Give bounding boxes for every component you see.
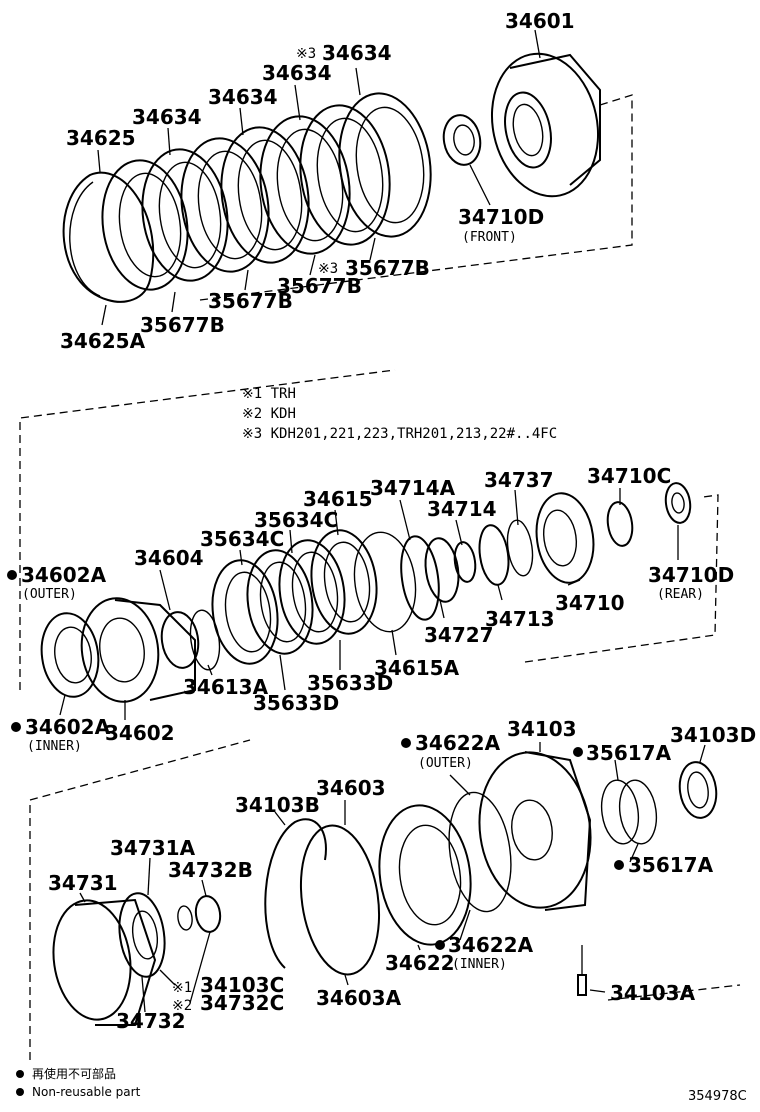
label-34713: 34713 <box>485 607 555 631</box>
label-34601: 34601 <box>505 9 575 33</box>
label-34710D-front: 34710D <box>458 205 544 229</box>
label-34731A: 34731A <box>110 836 196 860</box>
group-outlines <box>19 94 741 1060</box>
label-35677B-d: 35677B <box>140 313 225 337</box>
mark-2: ※2 <box>172 998 192 1014</box>
label-34714: 34714 <box>427 497 497 521</box>
dot-34602A-outer <box>7 570 17 580</box>
label-34634-c: 34634 <box>132 105 202 129</box>
label-35617A-a: 35617A <box>586 741 672 765</box>
leader-lines <box>59 29 706 1013</box>
label-34710: 34710 <box>555 591 625 615</box>
mark-3-top: ※3 <box>296 46 316 62</box>
label-34737: 34737 <box>484 468 554 492</box>
label-34732: 34732 <box>116 1009 186 1033</box>
sublabel-front: (FRONT) <box>462 230 517 245</box>
label-34602A-outer: 34602A <box>21 563 107 587</box>
label-34625A: 34625A <box>60 329 146 353</box>
mark-3-mid: ※3 <box>318 261 338 277</box>
label-34710C: 34710C <box>587 464 671 488</box>
clutch-pack-middle <box>40 482 692 703</box>
label-34622A-inner: 34622A <box>448 933 534 957</box>
note-2: ※2 KDH <box>242 406 296 422</box>
label-35633D-a: 35633D <box>307 671 393 695</box>
sublabel-rear: (REAR) <box>657 587 704 602</box>
label-34602: 34602 <box>105 721 175 745</box>
label-34103C: 34103C <box>200 973 284 997</box>
label-34714A: 34714A <box>370 476 456 500</box>
dot-34622A-inner <box>435 940 445 950</box>
label-35677B-c: 35677B <box>208 289 293 313</box>
label-34103A: 34103A <box>610 981 696 1005</box>
label-34103B: 34103B <box>235 793 320 817</box>
label-34732C: 34732C <box>200 991 284 1015</box>
label-34603A: 34603A <box>316 986 402 1010</box>
label-34732B: 34732B <box>168 858 253 882</box>
label-34604: 34604 <box>134 546 204 570</box>
dot-34602A-inner <box>11 722 21 732</box>
label-35677B-a: 35677B <box>345 256 430 280</box>
legend-jp: 再使用不可部品 <box>32 1066 116 1081</box>
label-34103D: 34103D <box>670 723 756 747</box>
legend: 再使用不可部品 Non-reusable part <box>32 1066 141 1099</box>
label-35617A-b: 35617A <box>628 853 714 877</box>
diagram-code: 354978C <box>688 1089 747 1104</box>
dot-34622A-outer <box>401 738 411 748</box>
sub-labels: (FRONT) (REAR) (OUTER) (INNER) (OUTER) (… <box>22 230 704 972</box>
sublabel-inner-2: (INNER) <box>452 957 507 972</box>
label-34613A: 34613A <box>183 675 269 699</box>
sublabel-inner-1: (INNER) <box>27 739 82 754</box>
label-34634-b: 34634 <box>208 85 278 109</box>
legend-en: Non-reusable part <box>32 1085 141 1099</box>
label-34625: 34625 <box>66 126 136 150</box>
mark-1: ※1 <box>172 980 192 996</box>
label-34727: 34727 <box>424 623 494 647</box>
applicability-notes: ※1 TRH ※2 KDH ※3 KDH201,221,223,TRH201,2… <box>242 386 557 442</box>
label-34622A-outer: 34622A <box>415 731 501 755</box>
sublabel-outer-1: (OUTER) <box>22 587 77 602</box>
legend-dot-en <box>16 1088 24 1096</box>
note-3: ※3 KDH201,221,223,TRH201,213,22#..4FC <box>242 426 557 442</box>
label-34710D-rear: 34710D <box>648 563 734 587</box>
label-34103: 34103 <box>507 717 577 741</box>
clutch-pack-lower <box>52 751 718 1026</box>
label-35633D-b: 35633D <box>253 691 339 715</box>
dot-35617A-a <box>573 747 583 757</box>
non-reusable-markers <box>7 570 624 1096</box>
label-34731: 34731 <box>48 871 118 895</box>
dot-35617A-b <box>614 860 624 870</box>
label-35677B-b: 35677B <box>277 274 362 298</box>
label-34634-a: 34634 <box>262 61 332 85</box>
label-34603: 34603 <box>316 776 386 800</box>
label-34634-top: 34634 <box>322 41 392 65</box>
legend-dot-jp <box>16 1070 24 1078</box>
label-34602A-inner: 34602A <box>25 715 111 739</box>
sublabel-outer-2: (OUTER) <box>418 756 473 771</box>
reference-marks: ※3 ※3 ※1 ※2 <box>172 46 338 1014</box>
label-34615: 34615 <box>303 487 373 511</box>
label-34615A: 34615A <box>374 656 460 680</box>
label-35634C-b: 35634C <box>254 508 338 532</box>
clutch-pack-upper <box>62 52 601 303</box>
label-34622: 34622 <box>385 951 455 975</box>
part-labels: 34601 34634 34634 34634 34634 34625 3471… <box>21 9 756 1033</box>
label-35634C-a: 35634C <box>200 527 284 551</box>
note-1: ※1 TRH <box>242 386 296 402</box>
